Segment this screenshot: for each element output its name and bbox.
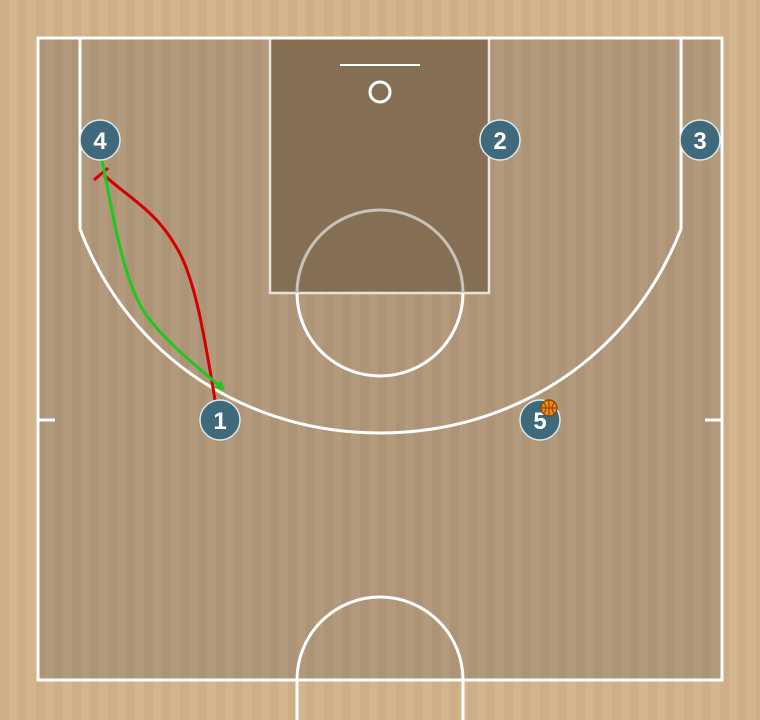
basketball-on-top [540,399,558,417]
player-2-label: 2 [493,128,506,155]
pass-path-4-to-1 [100,159,226,391]
player-1-label: 1 [213,408,226,435]
paint-area [268,36,491,295]
player-4[interactable]: 4 [79,119,121,161]
center-circle [295,595,465,720]
player-1[interactable]: 1 [199,399,241,441]
free-throw-circle-top [295,208,465,294]
player-4-label: 4 [93,128,107,155]
basket-rim [368,80,392,104]
player-5-label: 5 [533,408,546,435]
player-3[interactable]: 3 [679,119,721,161]
three-point-arc [78,228,683,435]
free-throw-circle-bottom [295,292,465,378]
cut-path-end-cap [93,166,109,182]
player-2[interactable]: 2 [479,119,521,161]
player-3-label: 3 [693,128,706,155]
cut-path-1-to-4 [102,173,217,401]
court-boundary [36,36,724,682]
